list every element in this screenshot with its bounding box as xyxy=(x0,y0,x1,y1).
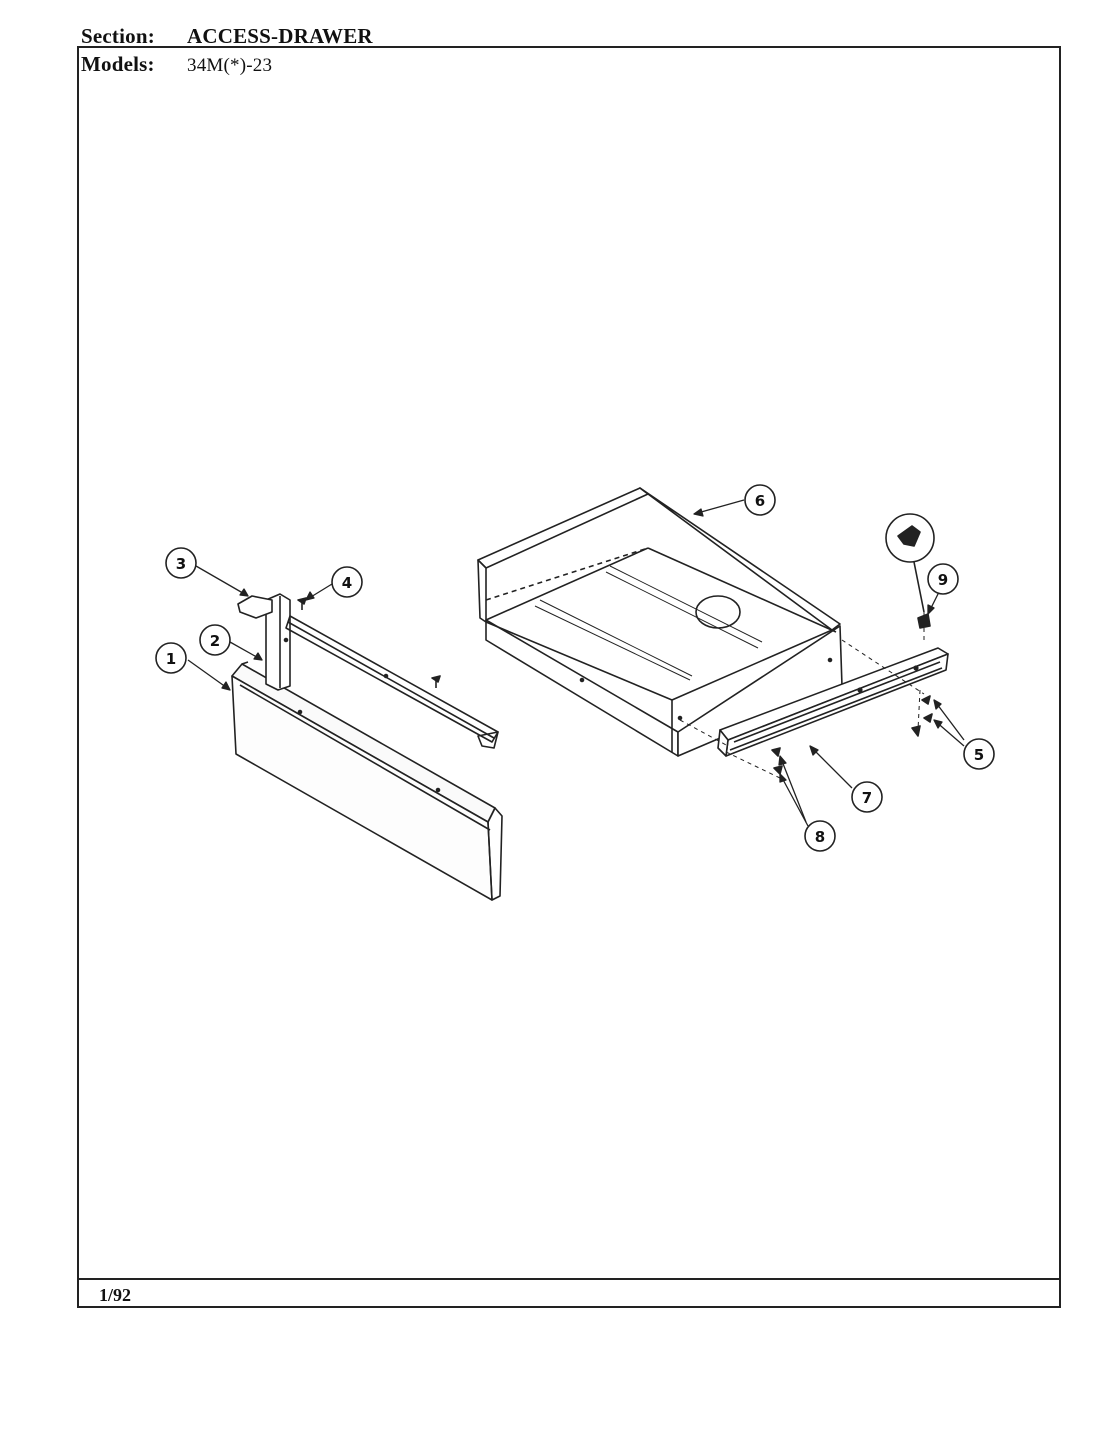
screw-4b xyxy=(431,675,441,688)
callout-6 xyxy=(744,484,776,516)
callout-3 xyxy=(165,547,197,579)
callout-label-4: 4 xyxy=(342,574,352,592)
screw-4a xyxy=(297,597,307,610)
footer-divider xyxy=(77,1278,1061,1280)
assembly-guide-lines xyxy=(679,612,925,779)
callout-7 xyxy=(851,781,883,813)
end-cap xyxy=(237,595,273,619)
clip-detail xyxy=(885,513,935,629)
diagram-frame xyxy=(77,46,1061,1308)
section-label: Section: xyxy=(81,24,155,48)
callout-label-2: 2 xyxy=(210,632,220,650)
callout-label-7: 7 xyxy=(862,789,872,807)
models-value: 34M(*)-23 xyxy=(187,55,273,76)
callout-label-5: 5 xyxy=(974,746,984,764)
drawer-box xyxy=(477,487,843,757)
rear-channel xyxy=(285,615,499,749)
slide-rail xyxy=(717,647,949,757)
callout-label-6: 6 xyxy=(755,492,765,510)
models-label: Models: xyxy=(81,52,155,76)
callout-label-1: 1 xyxy=(166,650,176,668)
leader-lines xyxy=(187,499,965,827)
callout-8 xyxy=(804,820,836,852)
callout-9 xyxy=(927,563,959,595)
footer-date: 1/92 xyxy=(99,1285,132,1305)
callout-2 xyxy=(199,624,231,656)
drawer-front-panel xyxy=(231,661,503,901)
callout-4 xyxy=(331,566,363,598)
callout-5 xyxy=(963,738,995,770)
handle-bracket xyxy=(265,593,291,691)
callout-1 xyxy=(155,642,187,674)
screw-8 xyxy=(771,747,783,775)
screw-5 xyxy=(911,695,933,737)
section-title: ACCESS-DRAWER xyxy=(187,24,373,48)
callout-circles xyxy=(155,484,995,852)
callout-label-9: 9 xyxy=(938,571,948,589)
callout-label-8: 8 xyxy=(815,828,825,846)
callout-label-3: 3 xyxy=(176,555,186,573)
